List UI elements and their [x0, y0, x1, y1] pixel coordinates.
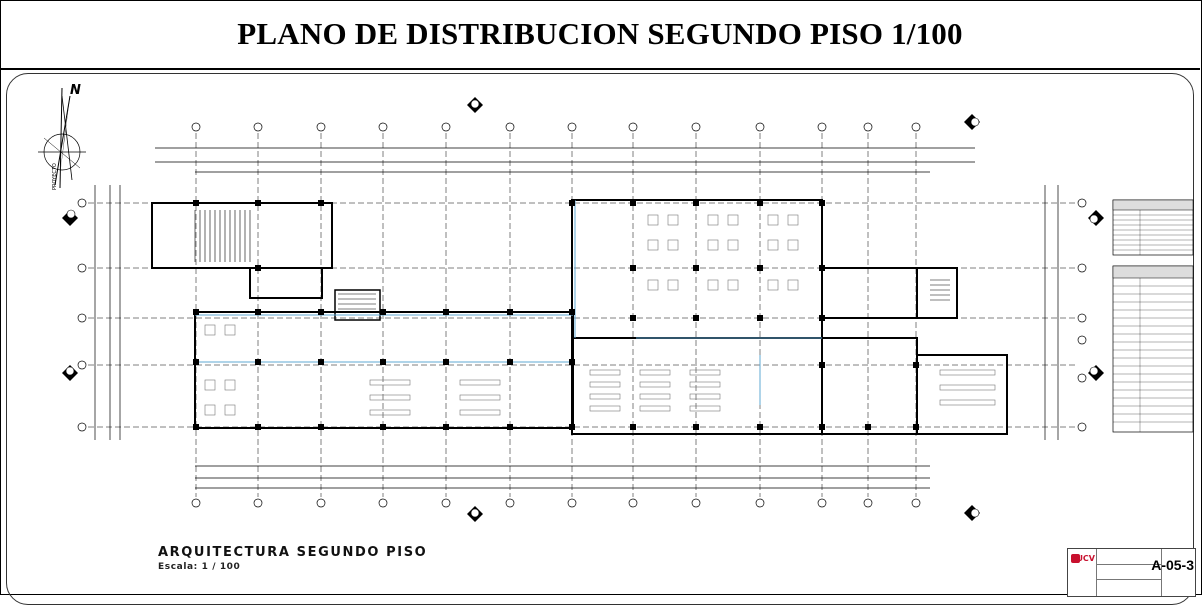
north-label: N [70, 83, 81, 98]
section-marker-a-bottom [467, 506, 483, 522]
sheet-code: A-05-3 [1151, 557, 1194, 573]
bottom-dimension-lines [195, 465, 930, 489]
section-markers [62, 97, 1104, 522]
section-marker-b-bottom [964, 505, 980, 521]
top-dimension-lines [155, 147, 975, 173]
logo-text: UCV [1076, 554, 1095, 563]
north-arrow-icon: N PROYECTO [38, 83, 86, 190]
north-sub-label: PROYECTO [52, 163, 58, 190]
section-marker-d-right [1088, 365, 1104, 381]
stairs [194, 210, 950, 310]
section-marker-a-top [467, 97, 483, 113]
title-bar: PLANO DE DISTRIBUCION SEGUNDO PISO 1/100 [0, 0, 1200, 70]
schedule-tables [1112, 199, 1194, 433]
drawing-caption: ARQUITECTURA SEGUNDO PISO Escala: 1 / 10… [158, 545, 427, 572]
glazing-lines [195, 200, 822, 405]
caption-scale: Escala: 1 / 100 [158, 562, 241, 572]
section-marker-d-left [62, 365, 78, 381]
side-dimension-lines [94, 185, 1059, 440]
grid-axis-bubbles [77, 122, 1087, 508]
section-marker-b-top [964, 114, 980, 130]
section-marker-c-left [62, 209, 78, 226]
caption-title: ARQUITECTURA SEGUNDO PISO [158, 545, 428, 560]
floor-plan: N PROYECTO [38, 83, 1194, 522]
section-marker-c-right [1088, 210, 1104, 226]
title-block: UCV A-05-3 [1067, 548, 1196, 597]
building-walls [151, 199, 1008, 435]
page-title: PLANO DE DISTRIBUCION SEGUNDO PISO 1/100 [237, 16, 963, 51]
structural-columns [193, 200, 919, 430]
furniture [204, 214, 996, 416]
university-logo-icon [1071, 554, 1080, 563]
